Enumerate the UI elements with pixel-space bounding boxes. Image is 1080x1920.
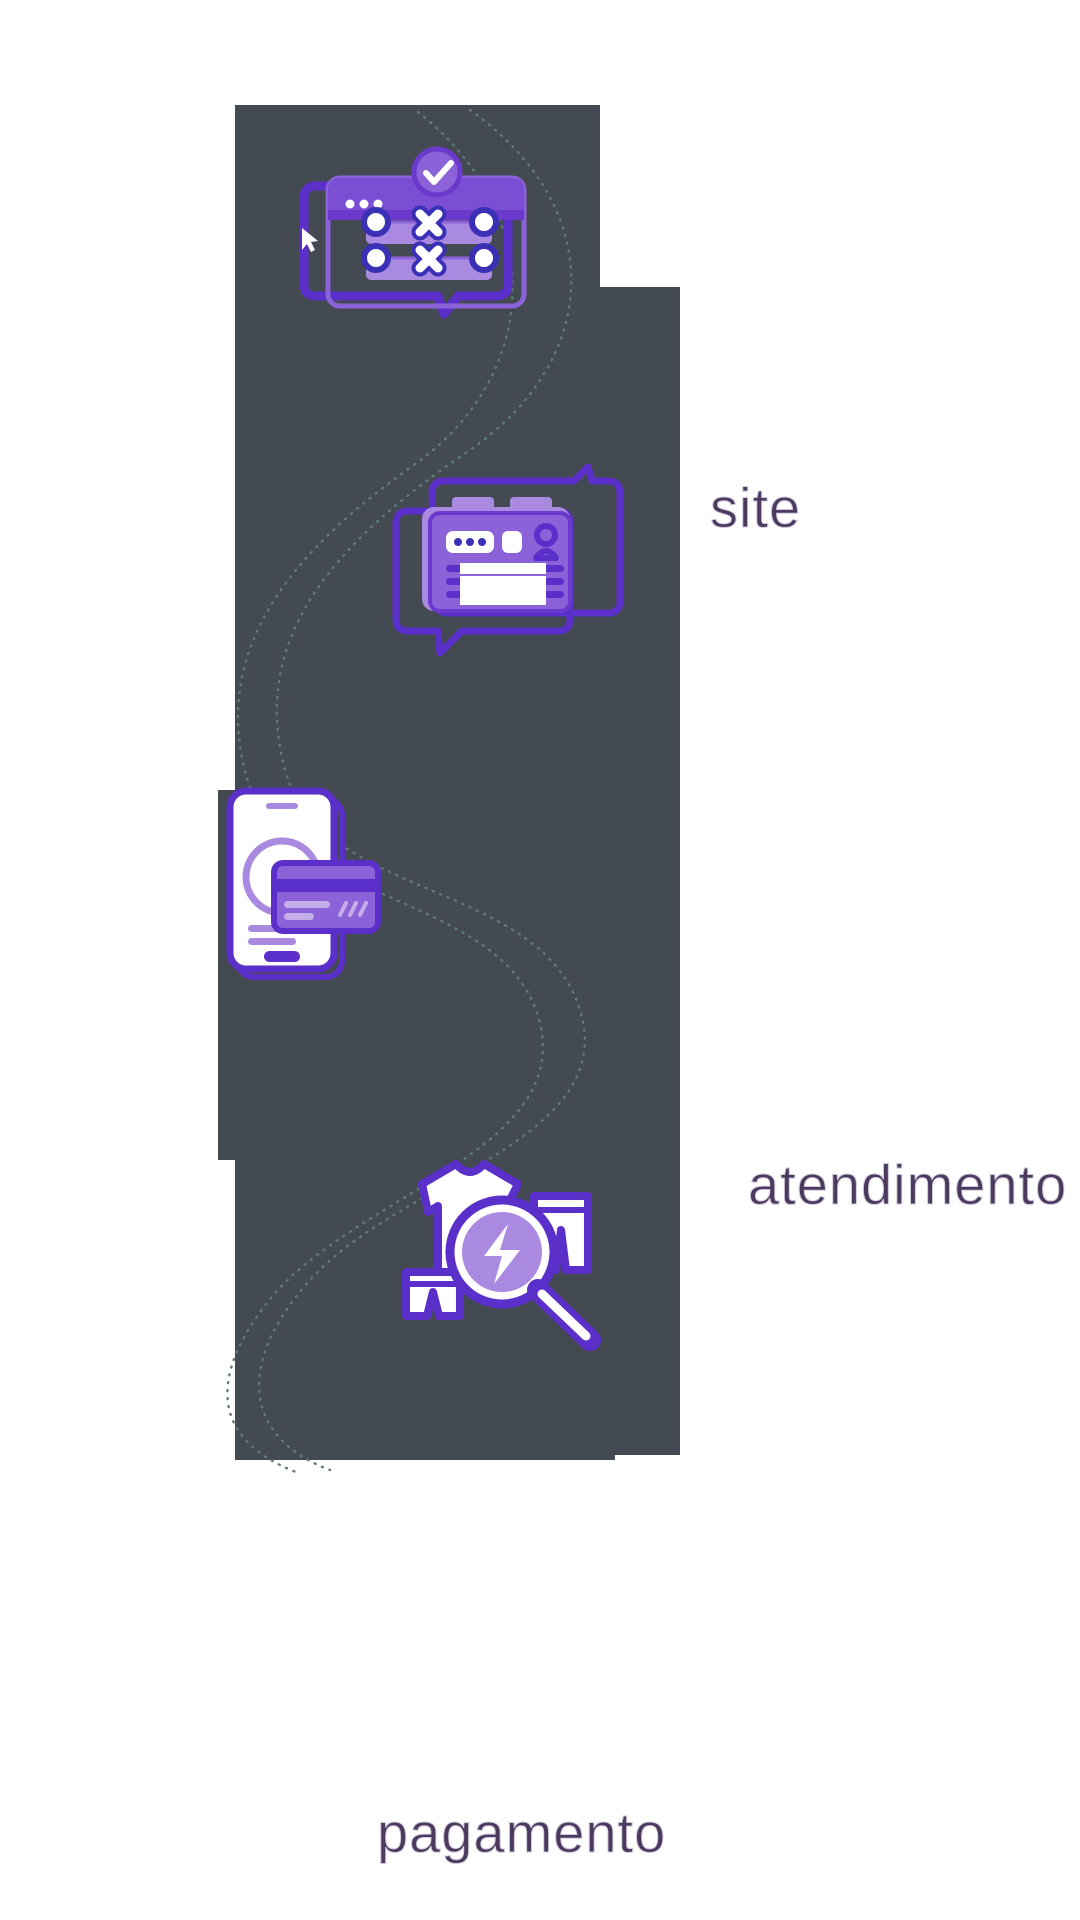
step-pagamento[interactable]: pagamento — [212, 785, 666, 1861]
shorts-icon — [402, 1268, 464, 1320]
x-mark-icon — [411, 205, 447, 241]
window-dot — [345, 199, 355, 209]
check-circle-icon — [411, 146, 463, 198]
cursor-icon — [302, 228, 318, 252]
chat-bubbles-id-card-icon — [392, 463, 624, 657]
window-dot — [373, 199, 383, 209]
card-dot — [466, 538, 474, 546]
person-icon — [533, 523, 559, 561]
browser-window-icon — [299, 146, 527, 319]
credit-card-icon — [271, 860, 381, 934]
step-atendimento[interactable]: atendimento — [390, 463, 1067, 1213]
smartphone-credit-card-icon — [226, 787, 381, 980]
step-label-atendimento: atendimento — [747, 1153, 1068, 1216]
bolt-icon — [484, 1224, 520, 1284]
card-dot — [478, 538, 486, 546]
step-label-pagamento: pagamento — [376, 1801, 667, 1864]
step-site[interactable]: site — [298, 146, 801, 536]
step-label-site: site — [709, 476, 802, 539]
card-dot — [454, 538, 462, 546]
window-dot — [359, 199, 369, 209]
clothing-search-icon — [402, 1160, 601, 1351]
x-mark-icon — [411, 241, 447, 277]
magnifying-glass-icon — [445, 1195, 601, 1351]
step-produto[interactable]: produto — [400, 1140, 625, 1360]
